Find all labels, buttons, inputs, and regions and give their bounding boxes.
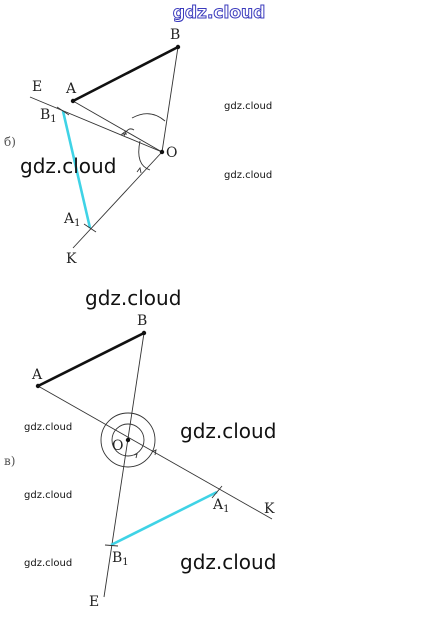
panel-b-marker: б) [4,135,16,149]
line-ak [37,385,273,520]
watermark-8: gdz.cloud [24,558,72,569]
angle-arrow-v2 [133,453,138,459]
line-ok [72,151,163,249]
label-o-v: O [112,438,123,454]
point-o [159,149,165,155]
point-o-v [125,437,131,443]
label-b-v: B [137,313,147,329]
watermarks: gdz.cloud gdz.cloud gdz.cloud gdz.cloud … [20,101,276,574]
tick-b1-v [104,544,119,547]
label-a-v: A [31,367,43,383]
label-a: A [65,81,77,97]
angle-arc-outer-v [100,412,156,468]
segment-ab-v [37,331,145,388]
label-k-v: K [264,501,275,517]
angle-arc-inner-v [111,423,145,457]
angle-arrow-v1 [151,449,157,456]
label-e: E [32,79,42,95]
panel-v: в) B A O A1 K B1 E [4,313,275,610]
point-b [175,44,181,50]
angle-arc-outer [138,140,151,171]
panel-v-marker: в) [4,454,15,468]
watermark-3: gdz.cloud [224,170,272,181]
label-a1: A1 [63,211,81,229]
tick-a1-v [211,485,223,499]
segment-ab [72,45,179,103]
segment-a1b1-v [110,490,218,547]
label-k: K [66,251,77,267]
label-b: B [170,27,180,43]
tick-b1 [56,106,70,116]
line-be [103,332,145,598]
label-b1: B1 [40,107,57,125]
line-bo [161,46,179,153]
watermark-4: gdz.cloud [85,286,181,310]
watermark-5: gdz.cloud [24,422,72,433]
angle-arc-large [131,113,166,122]
line-ao [72,100,163,153]
top-watermark: gdz.cloud [173,3,266,23]
label-e-v: E [89,594,99,610]
point-b-v [141,330,147,336]
label-o: O [166,145,177,161]
watermark-9: gdz.cloud [180,550,276,574]
angle-arrow-1 [120,130,127,135]
watermark-6: gdz.cloud [180,419,276,443]
watermark-2: gdz.cloud [20,154,116,178]
angle-arc-small [123,128,135,137]
angle-arrow-2 [136,166,142,174]
point-a-v [35,383,41,389]
label-b1-v: B1 [112,550,129,568]
panel-b: б) B A E B1 O A1 K [4,27,180,267]
watermark-7: gdz.cloud [24,490,72,501]
segment-a1b1 [61,110,92,229]
tick-a1 [83,223,97,233]
watermark-1: gdz.cloud [224,101,272,112]
point-a [70,98,76,104]
label-a1-v: A1 [212,497,230,515]
